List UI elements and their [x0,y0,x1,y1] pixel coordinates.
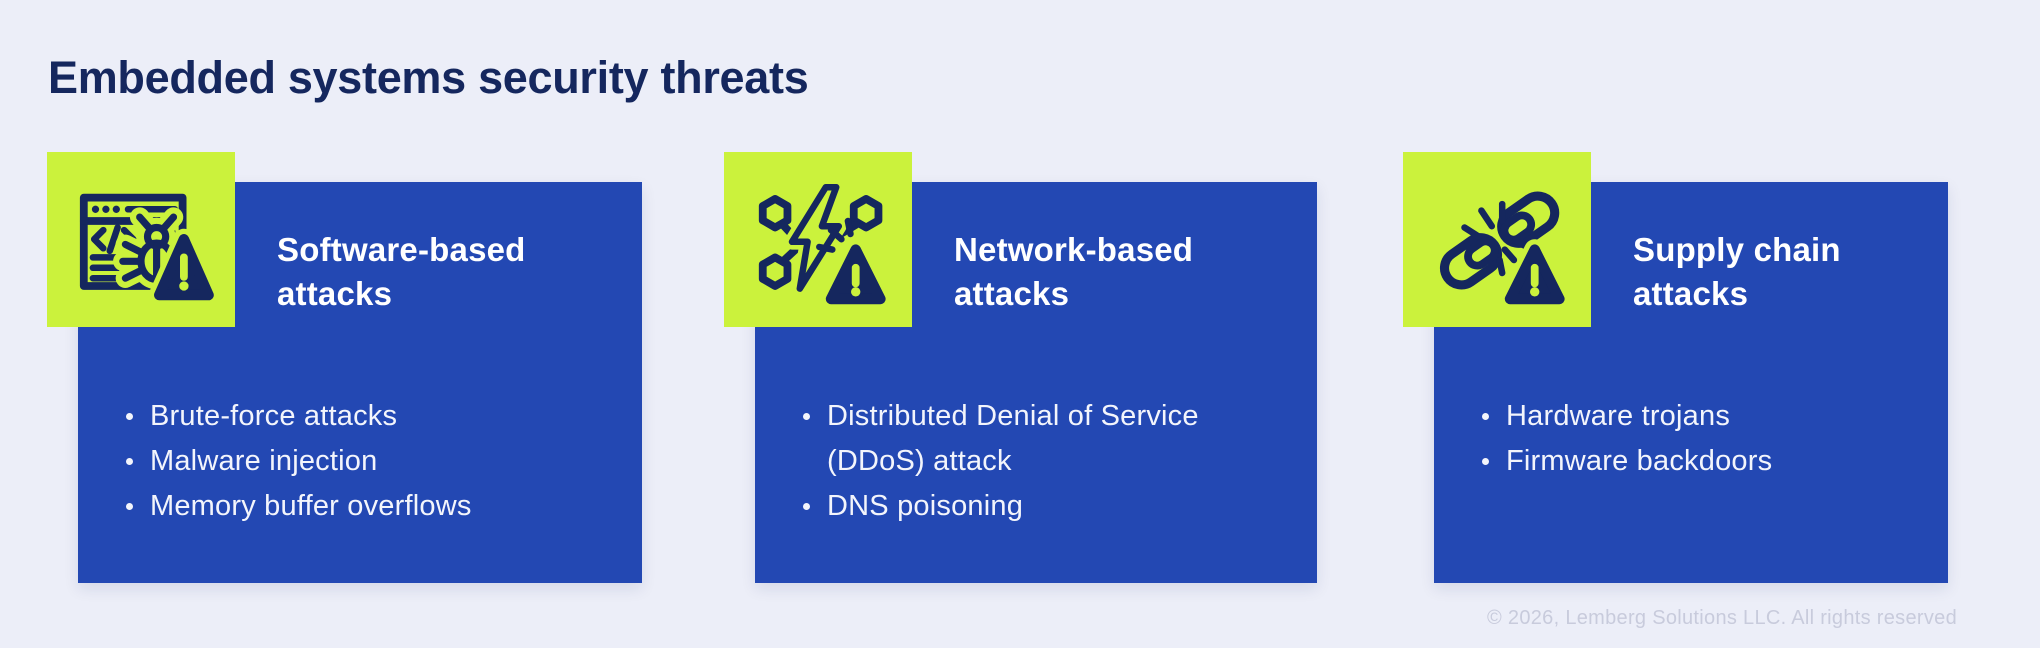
card-network-based-attacks: Network-based attacks Distributed Denial… [724,152,1317,583]
copyright-notice: © 2026, Lemberg Solutions LLC. All right… [1487,607,1957,629]
card-title: Network-based attacks [954,231,1194,312]
page-title: Embedded systems security threats [48,52,809,103]
list-item: Brute-force attacks [126,394,626,439]
list-item: Distributed Denial of Service (DDoS) att… [803,394,1301,484]
icon-tile [1403,152,1591,327]
list-item: Memory buffer overflows [126,484,626,529]
list-item: Hardware trojans [1482,394,1932,439]
code-window-bug-warning-icon [79,193,219,306]
icon-tile [47,152,235,327]
network-lightning-warning-icon [758,179,891,310]
list-item: Firmware backdoors [1482,439,1932,484]
card-bullet-list: Distributed Denial of Service (DDoS) att… [803,394,1301,529]
card-title: Software-based attacks [277,231,526,312]
icon-tile [724,152,912,327]
broken-chain-warning-icon [1439,191,1570,310]
card-software-based-attacks: Software-based attacks Brute-force attac… [47,152,642,583]
list-item: Malware injection [126,439,626,484]
card-title: Supply chain attacks [1633,231,1841,312]
list-item: DNS poisoning [803,484,1301,529]
